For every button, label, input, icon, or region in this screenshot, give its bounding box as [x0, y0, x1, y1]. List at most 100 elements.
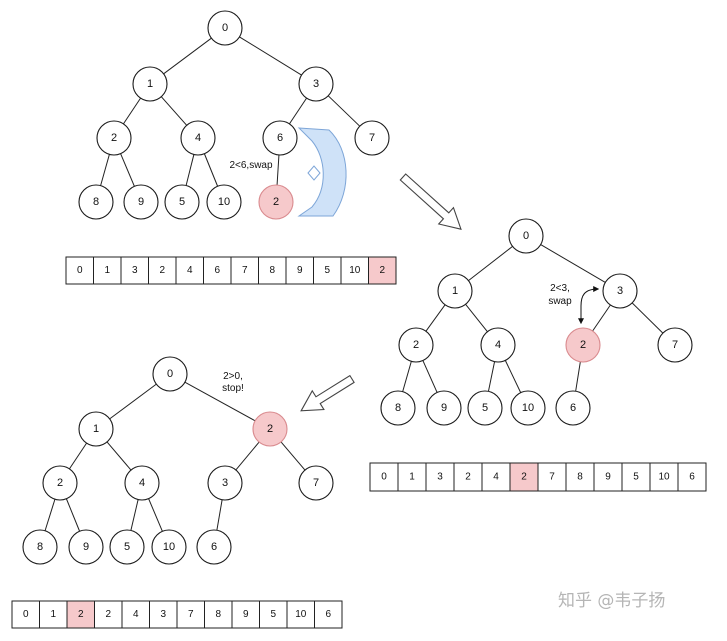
array-cell-value: 8 — [269, 265, 275, 276]
array-cell: 2 — [368, 256, 397, 285]
tree-node: 10 — [510, 390, 546, 426]
tree-node-circle — [252, 411, 288, 447]
array-cell: 1 — [39, 600, 68, 629]
tree-node: 3 — [207, 465, 243, 501]
array-cell-value: 7 — [549, 472, 555, 483]
tree-edge — [487, 361, 496, 392]
tree-node: 7 — [298, 465, 334, 501]
array-cell-box — [176, 600, 205, 629]
tree-node: 5 — [109, 529, 145, 565]
tree-edge — [504, 360, 522, 393]
array-cell-value: 3 — [160, 609, 166, 620]
tree-node: 9 — [123, 184, 159, 220]
step-3-note-line-1: 2>0, — [223, 371, 243, 382]
tree-node: 6 — [262, 120, 298, 156]
array-cell-value: 7 — [242, 265, 248, 276]
tree-node-label: 3 — [617, 285, 623, 297]
tree-edge — [422, 360, 438, 393]
tree-edge — [69, 442, 87, 470]
tree-node-label: 2 — [57, 477, 63, 489]
array-cell: 3 — [149, 600, 178, 629]
tree-edge — [100, 154, 110, 186]
tree-node-label: 5 — [124, 541, 130, 553]
tree-node-label: 8 — [37, 541, 43, 553]
tree-node-label: 0 — [167, 368, 173, 380]
array-cell-value: 6 — [689, 472, 695, 483]
array-cell-box — [677, 462, 707, 492]
next-step-arrow-icon — [399, 173, 462, 230]
watermark: 知乎 @韦子扬 — [558, 591, 665, 611]
tree-node-circle — [510, 390, 546, 426]
step-3-note-line-2: stop! — [222, 383, 244, 394]
tree-node-circle — [109, 529, 145, 565]
step-2-note-line-1: 2<3, — [550, 283, 570, 294]
array-cell-box — [230, 256, 259, 285]
tree-node-circle — [151, 529, 187, 565]
tree-node-label: 2 — [413, 339, 419, 351]
tree-node: 3 — [298, 66, 334, 102]
array-cell: 2 — [66, 600, 95, 629]
tree-edge — [216, 499, 223, 531]
tree-node-circle — [124, 465, 160, 501]
tree-edge — [575, 361, 581, 392]
tree-node-label: 8 — [395, 402, 401, 414]
tree-node-label: 6 — [277, 132, 283, 144]
array-cell-value: 3 — [437, 472, 443, 483]
tree-node-circle — [206, 184, 242, 220]
tree-node: 6 — [196, 529, 232, 565]
tree-node-label: 8 — [93, 196, 99, 208]
tree-node: 4 — [480, 327, 516, 363]
tree-node-label: 3 — [313, 78, 319, 90]
array-cell: 2 — [509, 462, 539, 492]
tree-edge — [44, 499, 56, 531]
array-cell-value: 9 — [243, 609, 249, 620]
tree-edge — [280, 441, 306, 471]
array-cell-box — [340, 256, 369, 285]
tree-node-label: 7 — [313, 477, 319, 489]
tree-node: 7 — [354, 120, 390, 156]
array-cell-box — [66, 600, 95, 629]
array-cell-value: 5 — [633, 472, 639, 483]
array-cell: 0 — [65, 256, 94, 285]
tree-node: 1 — [78, 411, 114, 447]
tree-edge — [276, 154, 280, 186]
tree-node-circle — [258, 184, 294, 220]
tree-node: 10 — [206, 184, 242, 220]
array-cell-box — [39, 600, 68, 629]
array-cell-box — [204, 600, 233, 629]
tree-edge — [160, 96, 188, 126]
tree-node-label: 2 — [267, 423, 273, 435]
tree-node-label: 5 — [179, 196, 185, 208]
tree-node-circle — [480, 327, 516, 363]
tree-node: 1 — [437, 273, 473, 309]
tree-node-circle — [437, 273, 473, 309]
tree-edge — [465, 303, 488, 333]
array-cell: 9 — [593, 462, 623, 492]
array-cell-value: 9 — [297, 265, 303, 276]
swap-arrow-icon — [578, 286, 600, 325]
tree-edge — [65, 498, 81, 532]
array-cell-value: 9 — [605, 472, 611, 483]
tree-node-circle — [68, 529, 104, 565]
array-cell: 4 — [175, 256, 204, 285]
tree-node-label: 7 — [369, 132, 375, 144]
array-cell: 10 — [286, 600, 315, 629]
tree-edge — [123, 97, 141, 125]
tree-node: 10 — [151, 529, 187, 565]
tree-node-circle — [467, 390, 503, 426]
tree-node-label: 6 — [211, 541, 217, 553]
step-2-note-line-2: swap — [548, 296, 572, 307]
array-cell-value: 6 — [325, 609, 331, 620]
array-cell-box — [565, 462, 595, 492]
tree-edge — [289, 97, 307, 125]
tree-node-label: 10 — [163, 541, 175, 553]
array-cell-box — [285, 256, 314, 285]
tree-node-label: 2 — [580, 339, 586, 351]
tree-node: 4 — [180, 120, 216, 156]
array-cell-box — [231, 600, 260, 629]
array-cell-value: 10 — [295, 609, 307, 620]
tree-node-label: 4 — [195, 132, 201, 144]
tree-edge — [203, 153, 219, 187]
